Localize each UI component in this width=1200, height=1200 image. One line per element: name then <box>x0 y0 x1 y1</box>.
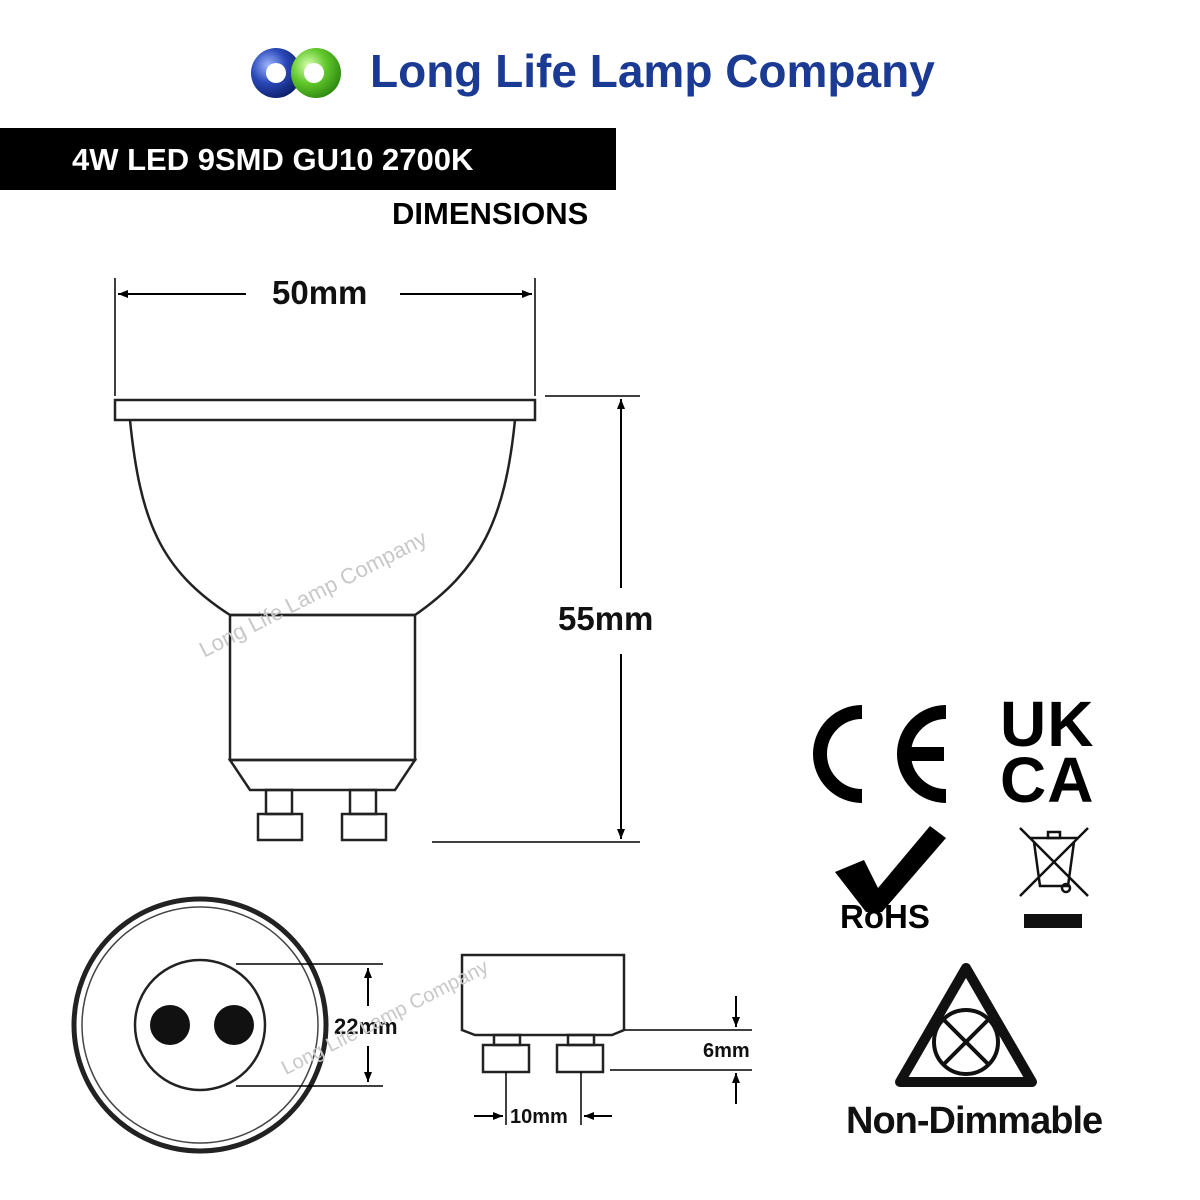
non-dimmable-icon <box>895 963 1037 1087</box>
company-logo-icon <box>251 48 341 98</box>
bulb-side-view <box>113 398 537 842</box>
product-title-banner: 4W LED 9SMD GU10 2700K <box>0 128 616 190</box>
bulb-bottom-view <box>71 896 383 1154</box>
non-dimmable-label: Non-Dimmable <box>846 1100 1103 1142</box>
crossed-bin-icon <box>1019 827 1089 928</box>
height-label: 55mm <box>558 600 654 637</box>
width-label: 50mm <box>272 274 368 311</box>
brand-name: Long Life Lamp Company <box>370 45 935 97</box>
ukca-mark: UK CA <box>1000 688 1095 816</box>
pin-height-label: 6mm <box>703 1040 750 1062</box>
pin-spacing-label: 22mm <box>334 1014 398 1039</box>
ce-mark-icon <box>813 705 947 803</box>
rohs-label: RoHS <box>840 898 930 935</box>
pin-width-label: 10mm <box>510 1106 568 1128</box>
ukca-line1: UK <box>1000 688 1095 760</box>
product-title: 4W LED 9SMD GU10 2700K <box>72 142 474 177</box>
pin-dimensions <box>474 996 752 1125</box>
dimensions-heading: DIMENSIONS <box>392 196 589 231</box>
height-dimension <box>432 395 640 843</box>
rohs-check-icon <box>835 826 946 912</box>
width-dimension <box>114 278 536 396</box>
pin-detail-view <box>460 953 626 1074</box>
ukca-line2: CA <box>1000 744 1095 816</box>
